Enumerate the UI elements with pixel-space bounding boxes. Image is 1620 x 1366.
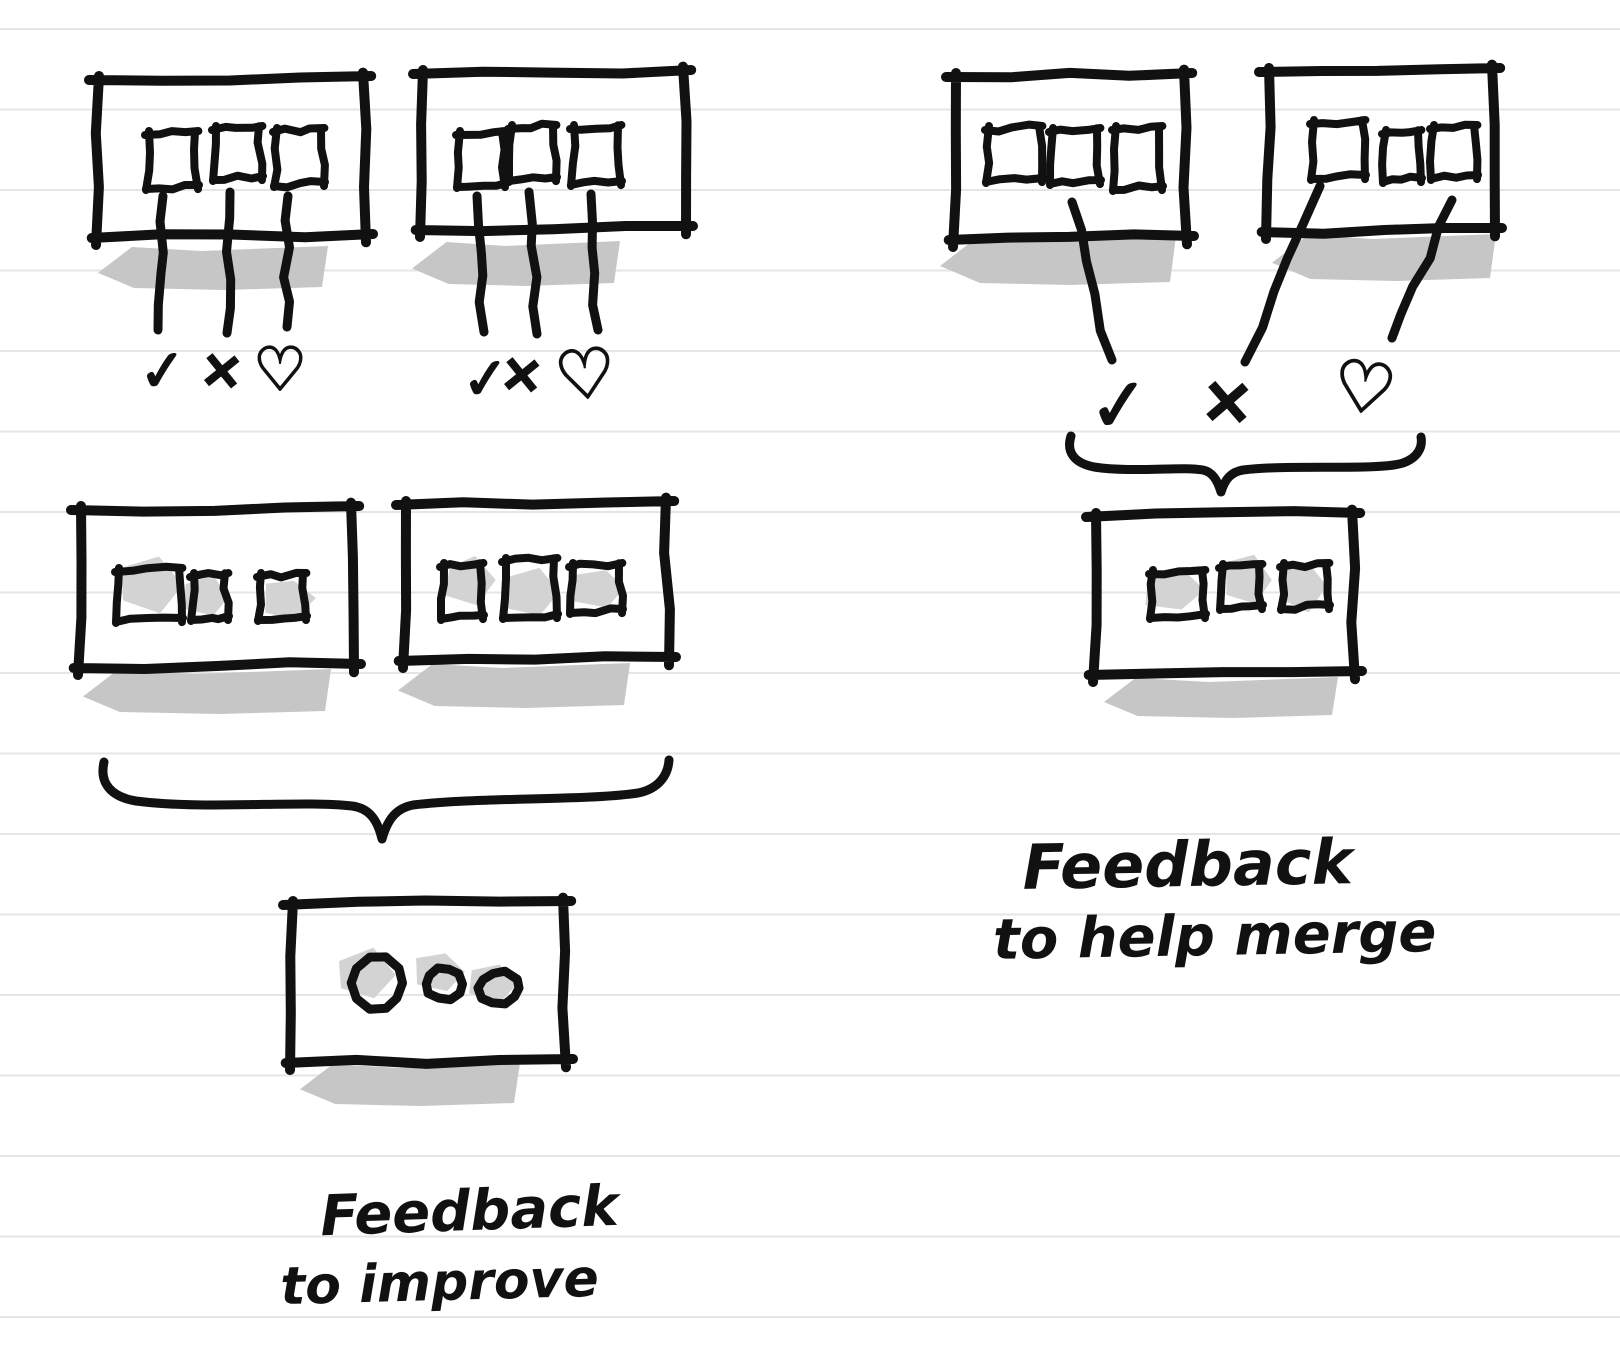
marker-highlight: [1279, 563, 1327, 613]
drop-shadow: [83, 669, 331, 714]
check-icon: ✓: [1086, 361, 1152, 449]
marker-highlight: [1145, 568, 1205, 610]
marker-highlight: [503, 567, 560, 616]
item-square: [436, 559, 488, 624]
connector-line: [1387, 195, 1457, 343]
ink-strokes: [66, 59, 1507, 1075]
ruled-paper-lines: [0, 28, 1620, 1318]
source-box-1: [84, 67, 378, 250]
left-flow-caption: Feedback to improve: [280, 1174, 624, 1317]
caption-feedback-to-help-merge-line1: Feedback: [1022, 825, 1357, 904]
caption-feedback-to-improve-line1: Feedback: [319, 1174, 623, 1250]
item-square: [1378, 126, 1426, 187]
item-square: [186, 569, 233, 625]
left-flow-symbols-box1: ✓ × ♡: [136, 334, 308, 407]
caption-feedback-to-improve-line2: to improve: [280, 1249, 600, 1317]
revised-box-1: [66, 497, 366, 680]
source-box-b: [1254, 59, 1507, 244]
marker-highlight: [573, 570, 625, 608]
cross-icon: ×: [1198, 362, 1257, 440]
heart-icon: ♡: [1328, 343, 1402, 433]
cross-icon: ×: [197, 338, 247, 402]
item-square: [269, 124, 329, 192]
item-square: [452, 127, 510, 192]
source-box-2: [408, 61, 698, 242]
connector-line: [1240, 181, 1325, 367]
item-square: [208, 122, 267, 185]
revised-box-2: [391, 492, 681, 673]
merged-result-box: [1081, 504, 1367, 687]
item-square: [253, 568, 311, 625]
item-square: [111, 562, 187, 627]
connector-line: [586, 189, 603, 335]
source-box-a: [941, 64, 1199, 252]
heart-icon: ♡: [253, 335, 307, 405]
item-square: [565, 559, 627, 618]
item-square: [141, 127, 203, 194]
connector-line: [153, 191, 168, 335]
item-square: [1215, 560, 1267, 614]
cross-icon: ×: [497, 342, 547, 406]
item-square: [1426, 120, 1482, 184]
merge-brace-left: [98, 755, 674, 844]
left-flow-symbols-box2: ✓ × ♡: [459, 332, 621, 419]
caption-feedback-to-help-merge-line2: to help merge: [992, 900, 1436, 973]
check-icon: ✓: [460, 345, 511, 413]
right-flow-caption: Feedback to help merge: [992, 825, 1436, 973]
connector-line: [472, 191, 489, 337]
result-circle: [473, 966, 524, 1009]
drop-shadow: [412, 241, 620, 286]
drop-shadow: [1104, 677, 1338, 718]
drop-shadow: [940, 236, 1176, 285]
merge-brace-right: [1065, 431, 1426, 497]
connector-line: [1067, 197, 1117, 365]
result-circle: [346, 952, 407, 1014]
drop-shadow: [398, 663, 630, 708]
item-square: [1276, 559, 1334, 614]
heart-icon: ♡: [551, 333, 620, 418]
connector-line: [279, 191, 294, 332]
drop-shadow: [300, 1063, 520, 1106]
item-square: [1145, 566, 1210, 623]
result-circle: [421, 963, 467, 1005]
improved-result-box: [278, 892, 578, 1075]
item-square: [981, 120, 1047, 187]
item-square: [1045, 124, 1105, 189]
item-square: [498, 553, 562, 623]
drop-shadow: [1272, 234, 1496, 281]
connector-line: [524, 187, 542, 339]
marker-fills: [83, 234, 1496, 1106]
item-square: [566, 121, 626, 190]
check-icon: ✓: [137, 337, 188, 405]
item-square: [1306, 116, 1370, 184]
drop-shadow: [98, 246, 328, 290]
item-square: [504, 119, 561, 186]
connector-line: [222, 187, 236, 338]
right-flow-symbols: ✓ × ♡: [1085, 342, 1402, 450]
item-square: [1108, 122, 1167, 195]
